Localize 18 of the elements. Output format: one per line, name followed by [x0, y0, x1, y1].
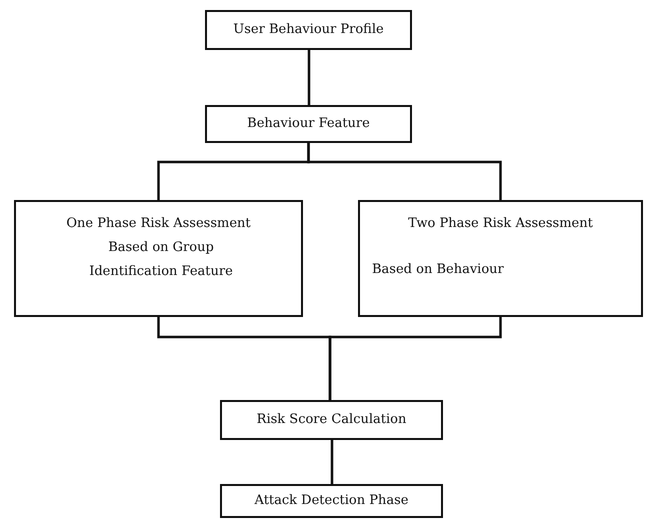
process-box — [220, 484, 443, 518]
box-description: Based on Behaviour — [372, 261, 505, 279]
box-title: Risk Score Calculation — [256, 411, 408, 429]
box-title: One Phase Risk Assessment — [65, 215, 252, 233]
box-title: Two Phase Risk Assessment — [407, 215, 594, 233]
process-box — [205, 10, 412, 50]
connector-line — [308, 50, 310, 105]
connector-line — [330, 440, 334, 484]
process-box — [358, 200, 643, 317]
process-box — [220, 400, 443, 440]
connector-line — [307, 143, 502, 200]
process-box — [14, 200, 303, 317]
process-box — [205, 105, 412, 143]
connector-line — [328, 317, 502, 400]
box-description: Based on Group Identification Feature — [88, 239, 234, 281]
box-title: Attack Detection Phase — [253, 492, 410, 510]
box-title: User Behaviour Profile — [232, 21, 385, 39]
box-title: Behaviour Feature — [246, 115, 371, 133]
